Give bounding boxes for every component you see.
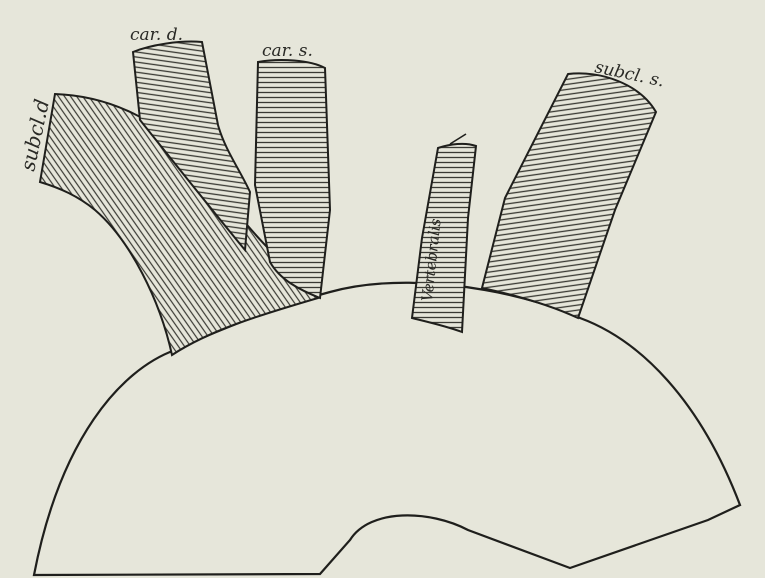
label-car-d: car. d. bbox=[130, 25, 183, 45]
label-car-s: car. s. bbox=[262, 41, 313, 61]
